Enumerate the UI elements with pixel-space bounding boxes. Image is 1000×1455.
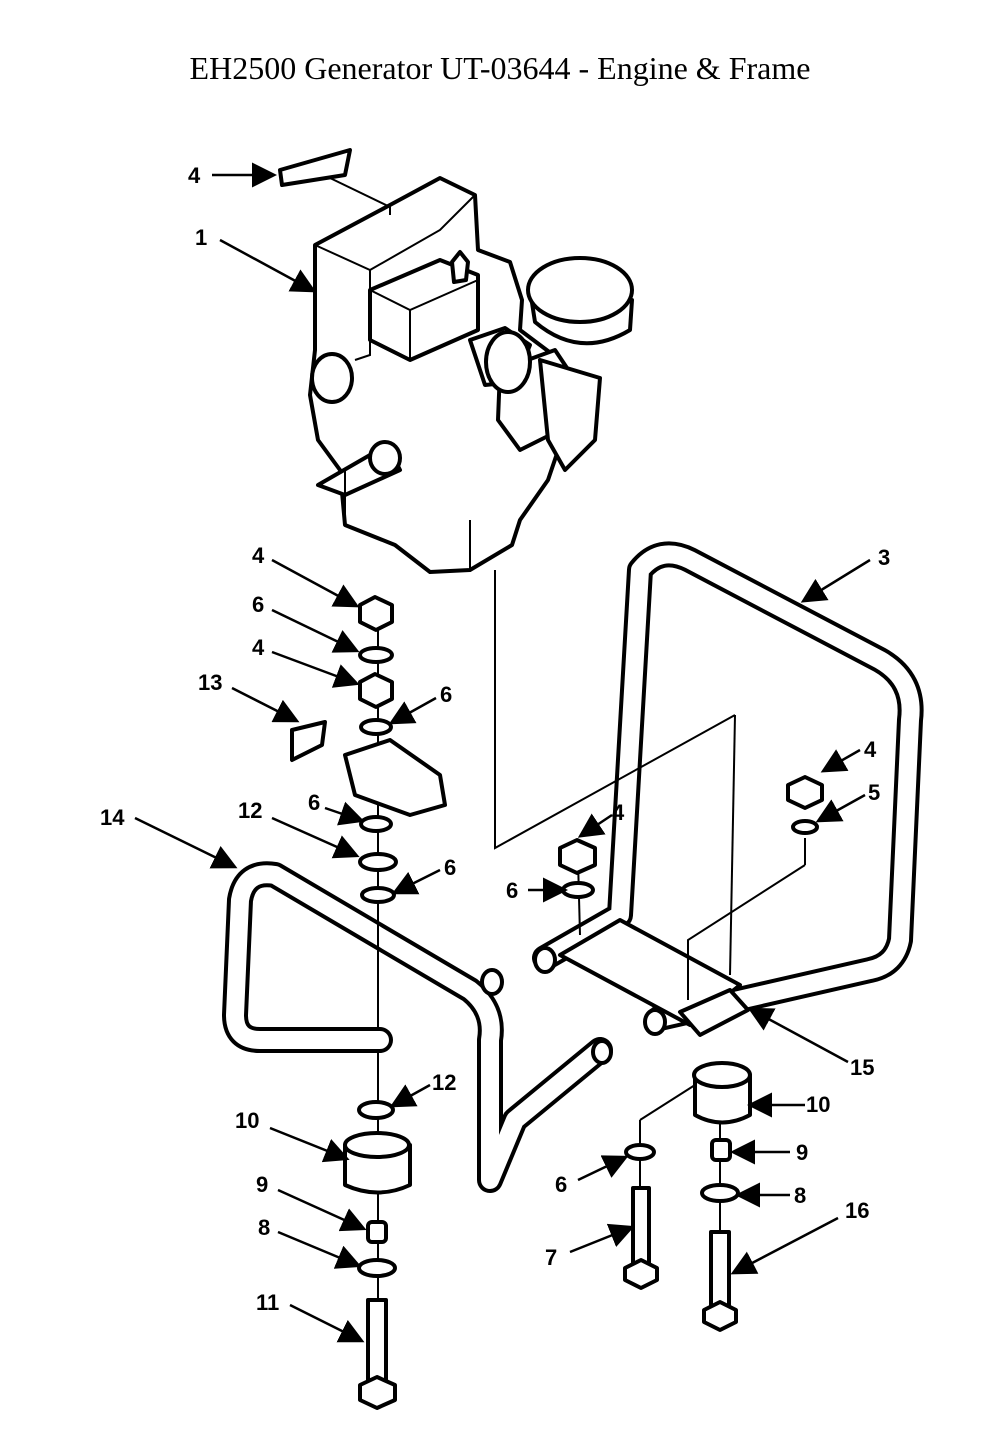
callout-1: 1: [195, 225, 207, 250]
clip-part: [290, 720, 327, 762]
callout-9: 9: [256, 1172, 268, 1197]
callout-7: 7: [545, 1245, 557, 1270]
callout-4: 4: [864, 737, 877, 762]
callout-4: 4: [252, 543, 265, 568]
hex-nut-icon: [558, 838, 597, 875]
bracket-part: [343, 738, 447, 817]
callout-12: 12: [238, 798, 262, 823]
callout-12: 12: [432, 1070, 456, 1095]
callout-15: 15: [850, 1055, 874, 1080]
callout-4: 4: [252, 635, 265, 660]
callout-6: 6: [555, 1172, 567, 1197]
page-title: EH2500 Generator UT-03644 - Engine & Fra…: [189, 50, 811, 86]
callout-10: 10: [235, 1108, 259, 1133]
callout-6: 6: [440, 682, 452, 707]
callout-4: 4: [612, 800, 625, 825]
callout-9: 9: [796, 1140, 808, 1165]
callout-8: 8: [794, 1183, 806, 1208]
hex-nut-icon: [786, 775, 824, 810]
callout-6: 6: [252, 592, 264, 617]
callout-leaders: [134, 162, 871, 1343]
hex-nut-icon: [358, 672, 394, 709]
callout-3: 3: [878, 545, 890, 570]
callout-8: 8: [258, 1215, 270, 1240]
hex-nut-icon: [358, 595, 394, 632]
callout-2: 4: [188, 163, 201, 188]
callout-11: 11: [256, 1290, 279, 1315]
callout-10: 10: [806, 1092, 830, 1117]
engine-assembly: [308, 176, 634, 574]
decal-part: [278, 148, 352, 187]
callout-14: 14: [100, 805, 125, 830]
callout-6: 6: [506, 878, 518, 903]
callout-labels: 4 1 3 4 6 4 6 13 6 12 6 14 4 6 4 5 15 12…: [100, 163, 890, 1315]
callout-5: 5: [868, 780, 880, 805]
frame-tube-part-3: [532, 541, 924, 1037]
frame-tube-part-14: [222, 861, 613, 1193]
callout-16: 16: [845, 1198, 869, 1223]
left-mount-stack: [290, 595, 447, 1410]
callout-13: 13: [198, 670, 222, 695]
callout-6: 6: [308, 790, 320, 815]
callout-6: 6: [444, 855, 456, 880]
